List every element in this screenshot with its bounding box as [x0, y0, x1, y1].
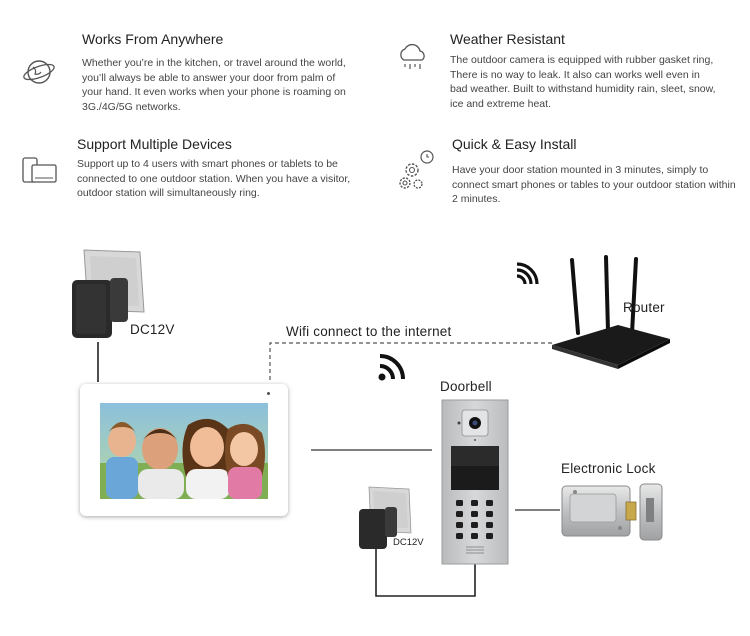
power-adapter-bottom: [359, 486, 412, 549]
feature-title-weather-resistant: Weather Resistant: [450, 31, 565, 47]
router-device: [552, 255, 670, 369]
electronic-lock: [561, 483, 663, 541]
doorbell-label: Doorbell: [440, 379, 492, 394]
router-label: Router: [623, 300, 665, 315]
indoor-monitor: [80, 384, 288, 516]
feature-text-multiple-devices: Support up to 4 users with smart phones …: [77, 158, 351, 199]
monitor-indicator: [267, 392, 270, 395]
adapter-bottom-cable: [375, 548, 476, 597]
gear-clock-icon: [399, 150, 434, 189]
wifi-dashed-line: [269, 342, 553, 380]
adapter-bottom-label: DC12V: [393, 537, 424, 548]
router-signal-icon: [516, 262, 539, 285]
feature-title-works-anywhere: Works From Anywhere: [82, 31, 224, 47]
devices-icon: [22, 157, 57, 183]
feature-text-weather-resistant: The outdoor camera is equipped with rubb…: [450, 54, 716, 110]
feature-text-easy-install: Have your door station mounted in 3 minu…: [452, 164, 736, 205]
feature-title-easy-install: Quick & Easy Install: [452, 136, 577, 152]
adapter-top-label: DC12V: [130, 322, 175, 337]
doorbell-panel: [441, 399, 509, 565]
cloud-rain-icon: [400, 43, 425, 69]
lock-label: Electronic Lock: [561, 461, 656, 476]
monitor-screen-family-photo: [100, 403, 268, 499]
feature-title-multiple-devices: Support Multiple Devices: [77, 136, 232, 152]
feature-text-works-anywhere: Whether you’re in the kitchen, or travel…: [82, 57, 346, 113]
wifi-label: Wifi connect to the internet: [286, 324, 452, 339]
globe-icon: [23, 60, 55, 84]
wifi-signal-icon: [378, 354, 405, 381]
power-adapter-top: [72, 249, 145, 338]
